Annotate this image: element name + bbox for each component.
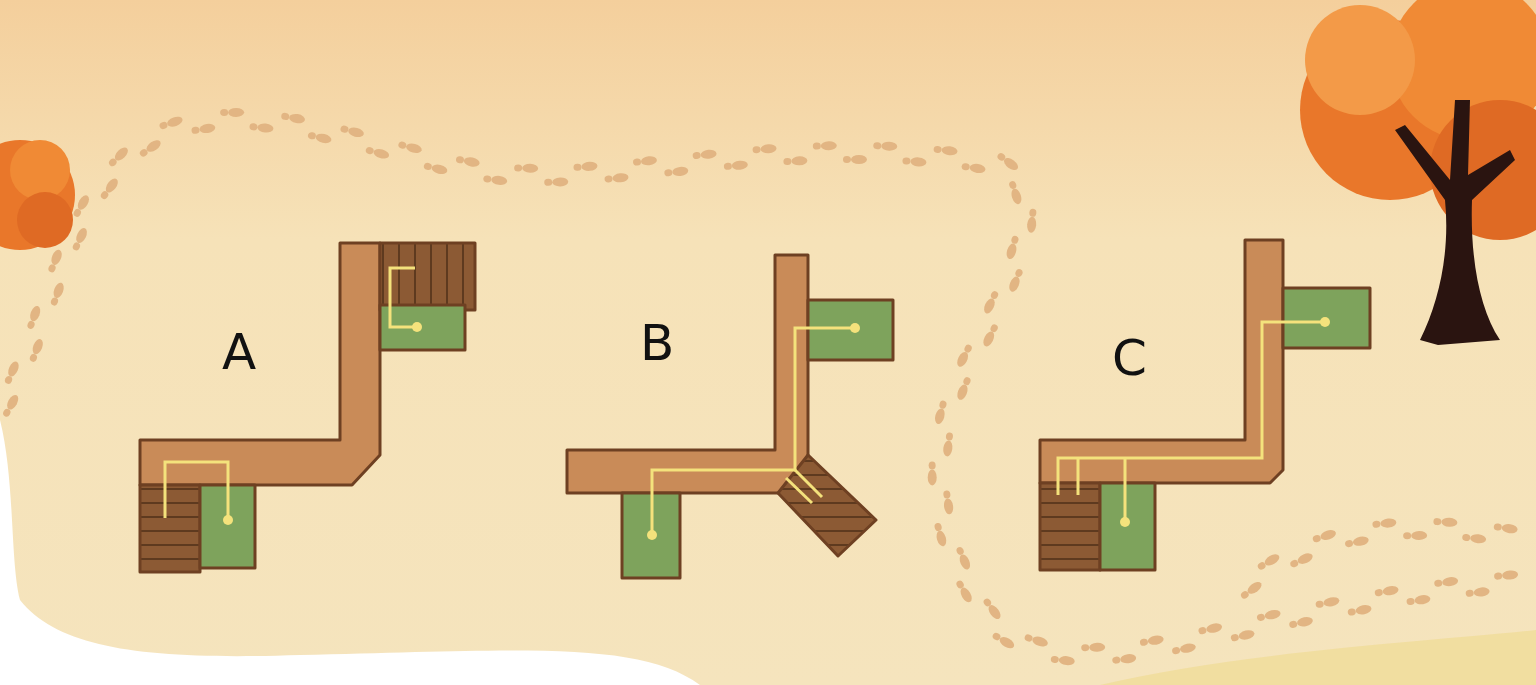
- plan-letter: B: [640, 318, 674, 368]
- plan-c: [1040, 240, 1370, 570]
- route-a: [165, 268, 417, 520]
- ground-patch: [1100, 630, 1536, 685]
- plan-letter: A: [222, 327, 256, 377]
- footprints: [1, 108, 1519, 666]
- plan-letter: C: [1112, 333, 1147, 383]
- route-c: [1058, 322, 1325, 522]
- tree-left: [0, 140, 75, 250]
- plan-a: [140, 243, 475, 572]
- route-b: [652, 328, 855, 535]
- plan-b: [567, 255, 893, 578]
